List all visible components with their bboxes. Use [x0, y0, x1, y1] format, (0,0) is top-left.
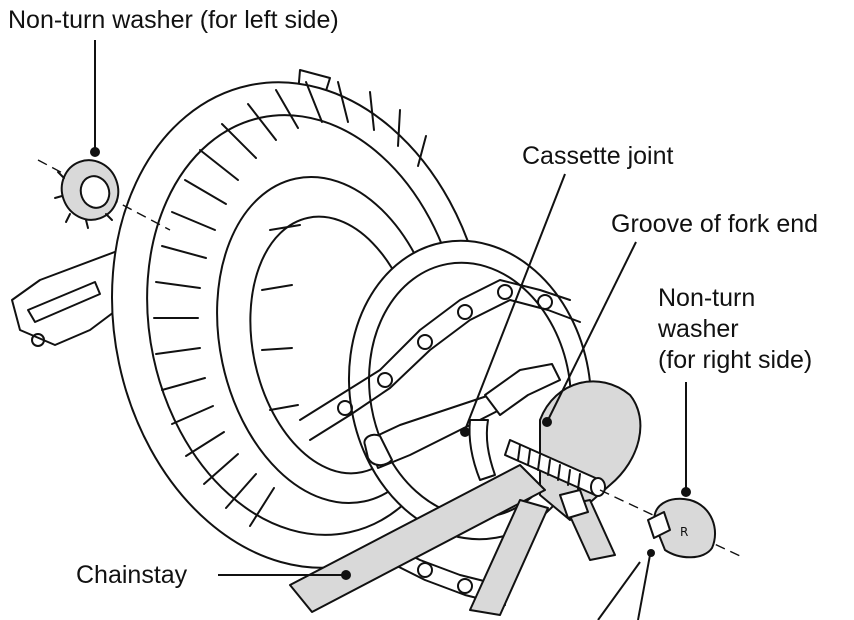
left-axis-line: [37, 159, 171, 231]
leader-dot-left-washer: [90, 147, 100, 157]
leader-dot-chainstay: [341, 570, 351, 580]
right-fork-end: [289, 380, 642, 616]
label-right-washer-line2: washer: [657, 315, 739, 343]
leader-dot-fork-groove: [542, 417, 552, 427]
cassette-joint: [363, 363, 561, 481]
leader-dot-bottom: [647, 549, 655, 557]
label-cassette-joint: Cassette joint: [522, 142, 674, 170]
label-fork-groove: Groove of fork end: [611, 210, 818, 238]
right-non-turn-washer: R: [647, 497, 716, 559]
label-right-washer-line3: (for right side): [658, 346, 812, 374]
leader-bottom-1: [597, 561, 641, 620]
left-non-turn-washer: [54, 159, 120, 229]
leader-bottom-2: [637, 554, 651, 620]
label-left-washer: Non-turn washer (for left side): [8, 6, 339, 34]
leader-dot-right-washer: [681, 487, 691, 497]
axle: [504, 439, 606, 519]
label-chainstay: Chainstay: [76, 561, 188, 589]
leader-cassette-joint: [464, 173, 566, 431]
leader-fork-groove: [547, 241, 637, 421]
label-right-washer-line1: Non-turn: [658, 284, 755, 312]
right-axis-line: [599, 489, 741, 557]
svg-text:R: R: [680, 525, 688, 539]
leader-dot-cassette-joint: [460, 427, 470, 437]
